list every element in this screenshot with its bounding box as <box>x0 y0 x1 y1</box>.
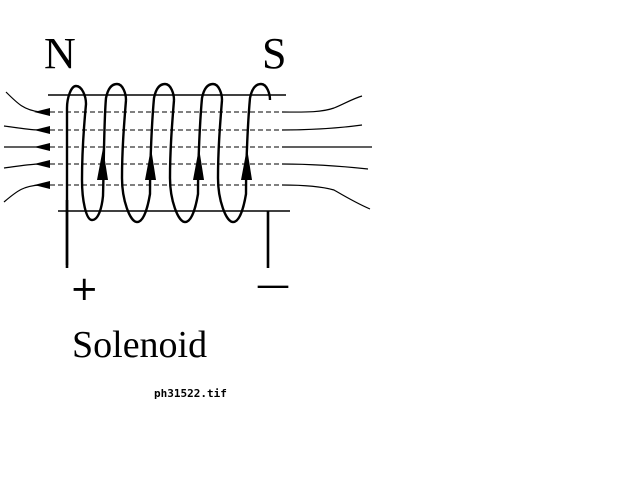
south-pole-label: S <box>262 29 287 78</box>
positive-terminal-label: + <box>70 269 99 309</box>
coil-turn-4 <box>216 82 272 224</box>
filename-label: ph31522.tif <box>154 387 227 400</box>
field-arrow-2 <box>34 126 50 134</box>
coil-turns <box>65 82 272 265</box>
field-line-left-5 <box>3 184 41 203</box>
current-arrow-1 <box>97 148 108 180</box>
field-line-right-2 <box>281 124 363 131</box>
field-arrow-5 <box>34 181 50 189</box>
field-lines-inside <box>50 111 282 186</box>
field-lines-right <box>281 95 372 210</box>
current-arrow-4 <box>241 148 252 180</box>
negative-terminal-label: — <box>256 265 290 305</box>
diagram-caption: Solenoid <box>72 324 208 366</box>
coil-turn-3 <box>168 82 224 224</box>
coil-rails <box>48 94 290 212</box>
field-line-left-2 <box>3 125 41 131</box>
current-arrow-2 <box>145 148 156 180</box>
coil-turn-2 <box>120 82 176 224</box>
field-line-left-1 <box>5 91 41 113</box>
field-line-left-4 <box>3 163 41 169</box>
field-line-right-1 <box>281 95 363 113</box>
current-arrows <box>97 148 252 180</box>
field-line-right-5 <box>281 184 371 210</box>
field-arrows <box>34 108 50 189</box>
field-arrow-3 <box>34 143 50 151</box>
field-line-right-4 <box>281 163 369 170</box>
coil-turn-1 <box>65 82 128 265</box>
current-arrow-3 <box>193 148 204 180</box>
terminal-leads <box>65 200 270 268</box>
north-pole-label: N <box>44 29 76 78</box>
field-arrow-1 <box>34 108 50 116</box>
field-arrow-4 <box>34 160 50 168</box>
